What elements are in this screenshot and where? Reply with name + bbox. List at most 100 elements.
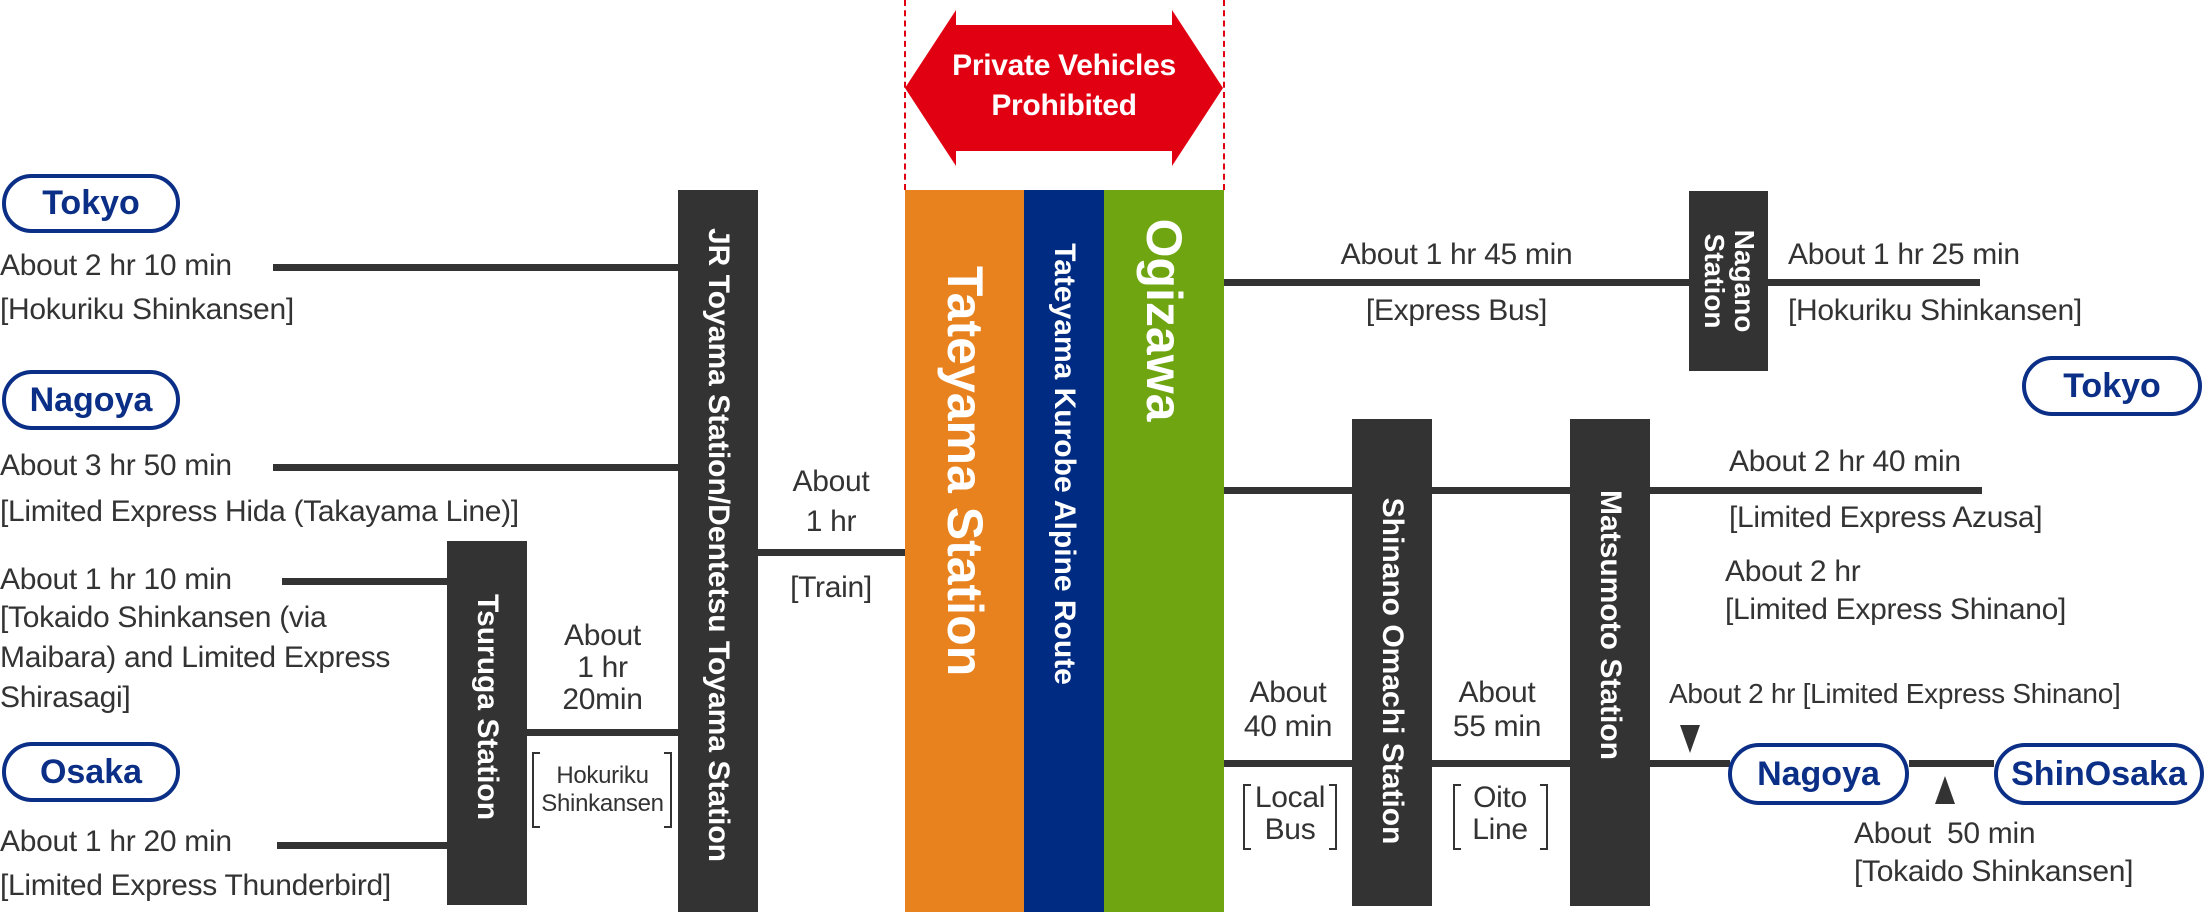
down-arrow-icon (1680, 725, 1700, 753)
nagano-tokyo-time: About 1 hr 25 min (1788, 238, 2020, 271)
nagoya-shinosaka-time: About 50 min (1854, 817, 2036, 850)
local-bus-line-2: Bus (1264, 813, 1316, 846)
banner-line1: Private Vehicles (952, 49, 1176, 82)
local-bus-time: About 40 min (1224, 676, 1352, 744)
route-line-matsumoto-tokyo (1650, 487, 1982, 494)
nagano-station-label-text: Nagano Station (1698, 229, 1760, 333)
nagano-tokyo-line: [Hokuriku Shinkansen] (1788, 294, 2082, 327)
osaka-time: About 1 hr 20 min (0, 825, 232, 858)
bracket-right (664, 752, 672, 828)
toyama-tateyama-time-2: 1 hr (805, 505, 857, 538)
tsuruga-toyama-line: Hokuriku Shinkansen (535, 762, 670, 818)
city-tokyo-west: Tokyo (2, 174, 180, 233)
toyama-tateyama-time-1: About (792, 465, 870, 498)
tsuruga-nagoya-line-3: Shirasagi] (0, 681, 131, 714)
local-bus-time-1: About (1249, 676, 1327, 709)
route-line-ogizawa-omachi-lower (1224, 760, 1352, 767)
city-nagoya-west-label: Nagoya (29, 380, 153, 419)
city-osaka-label: Osaka (39, 752, 143, 791)
oito-time-1: About (1458, 676, 1536, 709)
oito-line: Oito Line (1456, 782, 1544, 846)
oito-time-2: 55 min (1452, 710, 1542, 743)
tateyama-station-bar: Tateyama Station (905, 190, 1024, 912)
route-line-matsumoto-nagoya (1650, 760, 1730, 767)
ogizawa-bar: Ogizawa (1104, 190, 1224, 912)
alpine-route-label: Tateyama Kurobe Alpine Route (1048, 243, 1081, 685)
oito-time: About 55 min (1432, 676, 1562, 744)
local-bus-line: Local Bus (1246, 782, 1334, 846)
shinano-line: [Limited Express Shinano] (1725, 593, 2067, 626)
route-line-toyama-tateyama (758, 549, 905, 556)
jr-toyama-station-bar: JR Toyama Station/Dentetsu Toyama Statio… (678, 190, 758, 912)
city-tokyo-east: Tokyo (2022, 356, 2202, 416)
oito-line-2: Line (1472, 813, 1528, 846)
tsuruga-station-bar: Tsuruga Station (447, 541, 527, 905)
banner-text: Private Vehicles Prohibited (905, 46, 1223, 126)
bus-line: [Express Bus] (1365, 294, 1548, 327)
matsumoto-nagoya-route: About 2 hr [Limited Express Shinano] (1669, 678, 2121, 709)
tsuruga-toyama-line-2: Shinkansen (541, 790, 664, 817)
route-line-nagoya-toyama (273, 464, 678, 471)
banner-line2: Prohibited (991, 89, 1137, 122)
tsuruga-toyama-time-2: 1 hr (577, 651, 628, 684)
city-nagoya-west: Nagoya (2, 370, 180, 430)
city-shin-osaka-label: ShinOsaka (2011, 754, 2187, 793)
tsuruga-toyama-line-1: Hokuriku (556, 762, 649, 789)
nagoya-shinosaka-line: [Tokaido Shinkansen] (1854, 855, 2134, 888)
local-bus-line-1: Local (1254, 781, 1326, 814)
bus-time: About 1 hr 45 min (1340, 238, 1573, 271)
tsuruga-toyama-time-1: About (564, 619, 641, 652)
shinano-omachi-station-bar: Shinano Omachi Station (1352, 419, 1432, 906)
bracket-left (1453, 784, 1461, 850)
route-line-omachi-matsumoto-upper (1432, 487, 1570, 494)
tsuruga-nagoya-line-1: [Tokaido Shinkansen (via (0, 601, 327, 634)
alpine-route-bar: Tateyama Kurobe Alpine Route (1024, 190, 1104, 912)
osaka-line: [Limited Express Thunderbird] (0, 869, 391, 902)
nagoya-west-time: About 3 hr 50 min (0, 449, 232, 482)
bracket-right (1540, 784, 1548, 850)
tsuruga-toyama-time-3: 20min (562, 683, 643, 716)
nagoya-west-line: [Limited Express Hida (Takayama Line)] (0, 495, 519, 528)
tsuruga-nagoya-line-2: Maibara) and Limited Express (0, 641, 391, 674)
toyama-tateyama-time: About 1 hr (758, 462, 904, 542)
tsuruga-station-label: Tsuruga Station (471, 593, 504, 821)
double-arrow-icon (905, 10, 1223, 166)
route-line-ogizawa-nagano (1224, 279, 1689, 286)
route-line-omachi-matsumoto-lower (1432, 760, 1570, 767)
restricted-zone-right-border (1223, 0, 1225, 190)
route-line-nagoya-shinosaka (1909, 760, 1994, 767)
tokyo-west-line: [Hokuriku Shinkansen] (0, 293, 294, 326)
shinano-omachi-station-label: Shinano Omachi Station (1376, 497, 1409, 844)
bracket-right (1329, 784, 1337, 850)
route-line-nagoya-tsuruga (282, 578, 447, 585)
tsuruga-nagoya-time: About 1 hr 10 min (0, 563, 232, 596)
nagano-station-bar: Nagano Station (1689, 191, 1768, 371)
local-bus-time-2: 40 min (1243, 710, 1333, 743)
route-line-nagano-tokyo (1768, 279, 1980, 286)
tokyo-west-time: About 2 hr 10 min (0, 249, 232, 282)
oito-line-1: Oito (1473, 781, 1527, 814)
bracket-left (532, 752, 540, 828)
city-tokyo-west-label: Tokyo (42, 184, 140, 222)
azusa-time: About 2 hr 40 min (1729, 445, 1961, 478)
nagano-station-label: Nagano Station (1698, 206, 1760, 356)
restricted-zone-left-border (904, 0, 906, 190)
route-line-osaka-tsuruga (277, 842, 447, 849)
jr-toyama-station-label: JR Toyama Station/Dentetsu Toyama Statio… (702, 228, 735, 862)
toyama-tateyama-line: [Train] (790, 571, 872, 604)
matsumoto-station-bar: Matsumoto Station (1570, 419, 1650, 906)
route-line-tokyo-toyama (273, 264, 678, 271)
route-line-ogizawa-omachi (1224, 487, 1352, 494)
city-osaka: Osaka (2, 742, 180, 802)
route-line-tsuruga-toyama (527, 729, 678, 736)
shinano-time: About 2 hr (1725, 555, 1861, 588)
city-tokyo-east-label: Tokyo (2063, 366, 2161, 405)
city-nagoya-east: Nagoya (1728, 743, 1909, 805)
city-nagoya-east-label: Nagoya (1757, 754, 1880, 793)
up-arrow-icon (1935, 776, 1955, 804)
tsuruga-toyama-time: About 1 hr 20min (527, 620, 678, 716)
azusa-line: [Limited Express Azusa] (1729, 501, 2043, 534)
matsumoto-station-label: Matsumoto Station (1594, 489, 1627, 760)
bracket-left (1243, 784, 1251, 850)
